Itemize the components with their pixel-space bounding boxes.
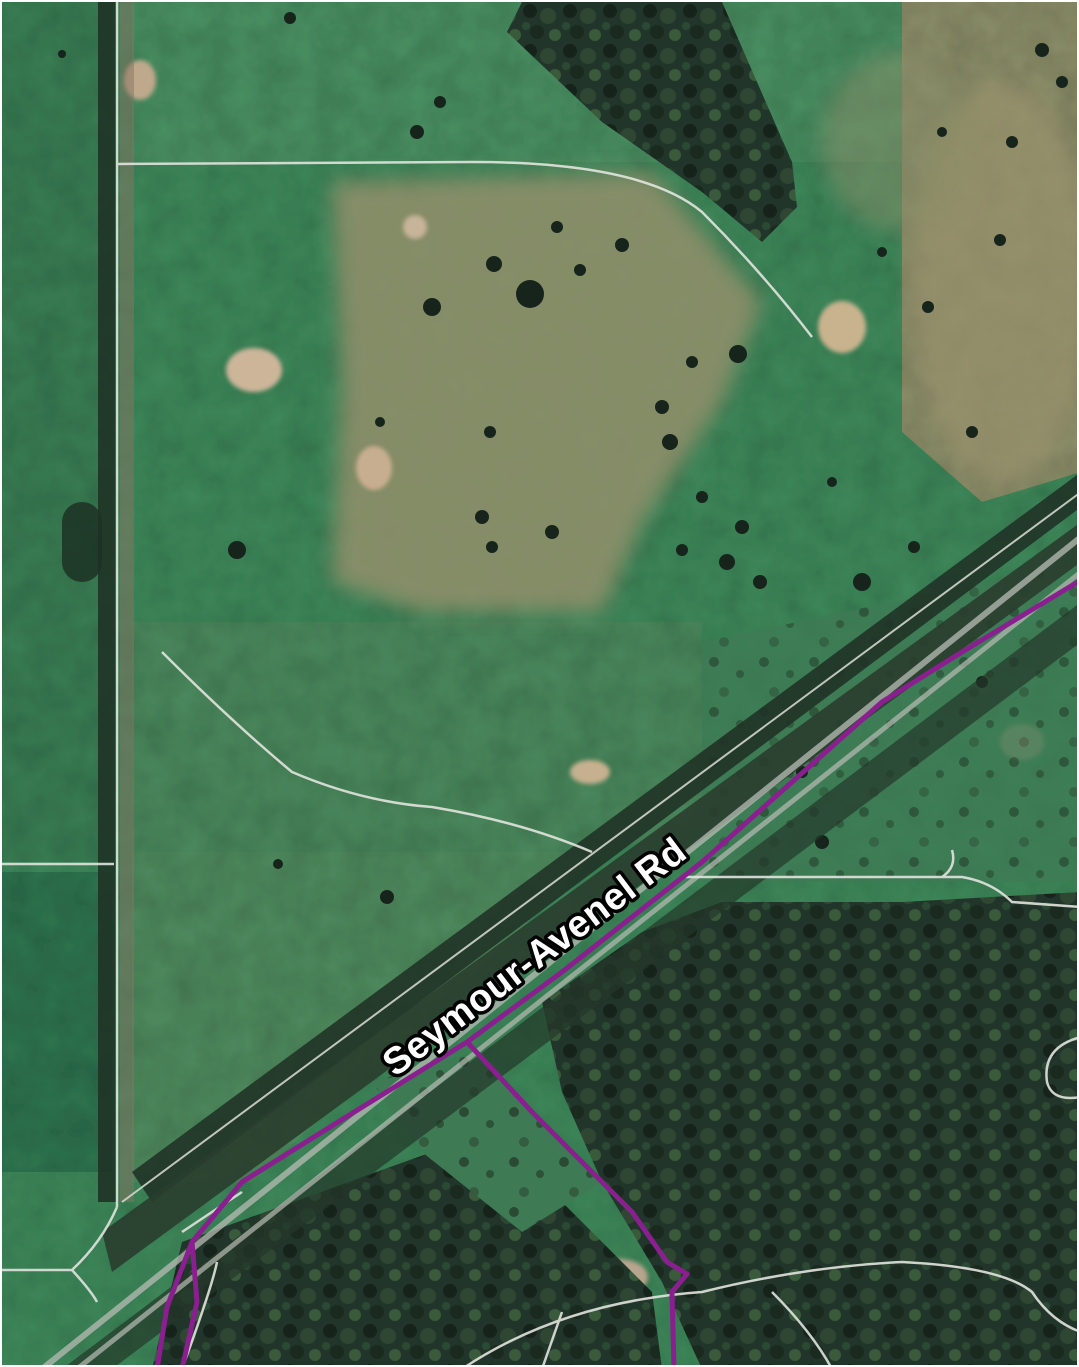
tree-line-left <box>62 2 134 1202</box>
dry-pasture-patch <box>332 52 1077 612</box>
main-road <box>42 493 1077 1365</box>
scattered-trees <box>58 12 1068 1023</box>
boundary-overlay <box>155 579 1077 1365</box>
forest-block-top <box>507 2 797 242</box>
